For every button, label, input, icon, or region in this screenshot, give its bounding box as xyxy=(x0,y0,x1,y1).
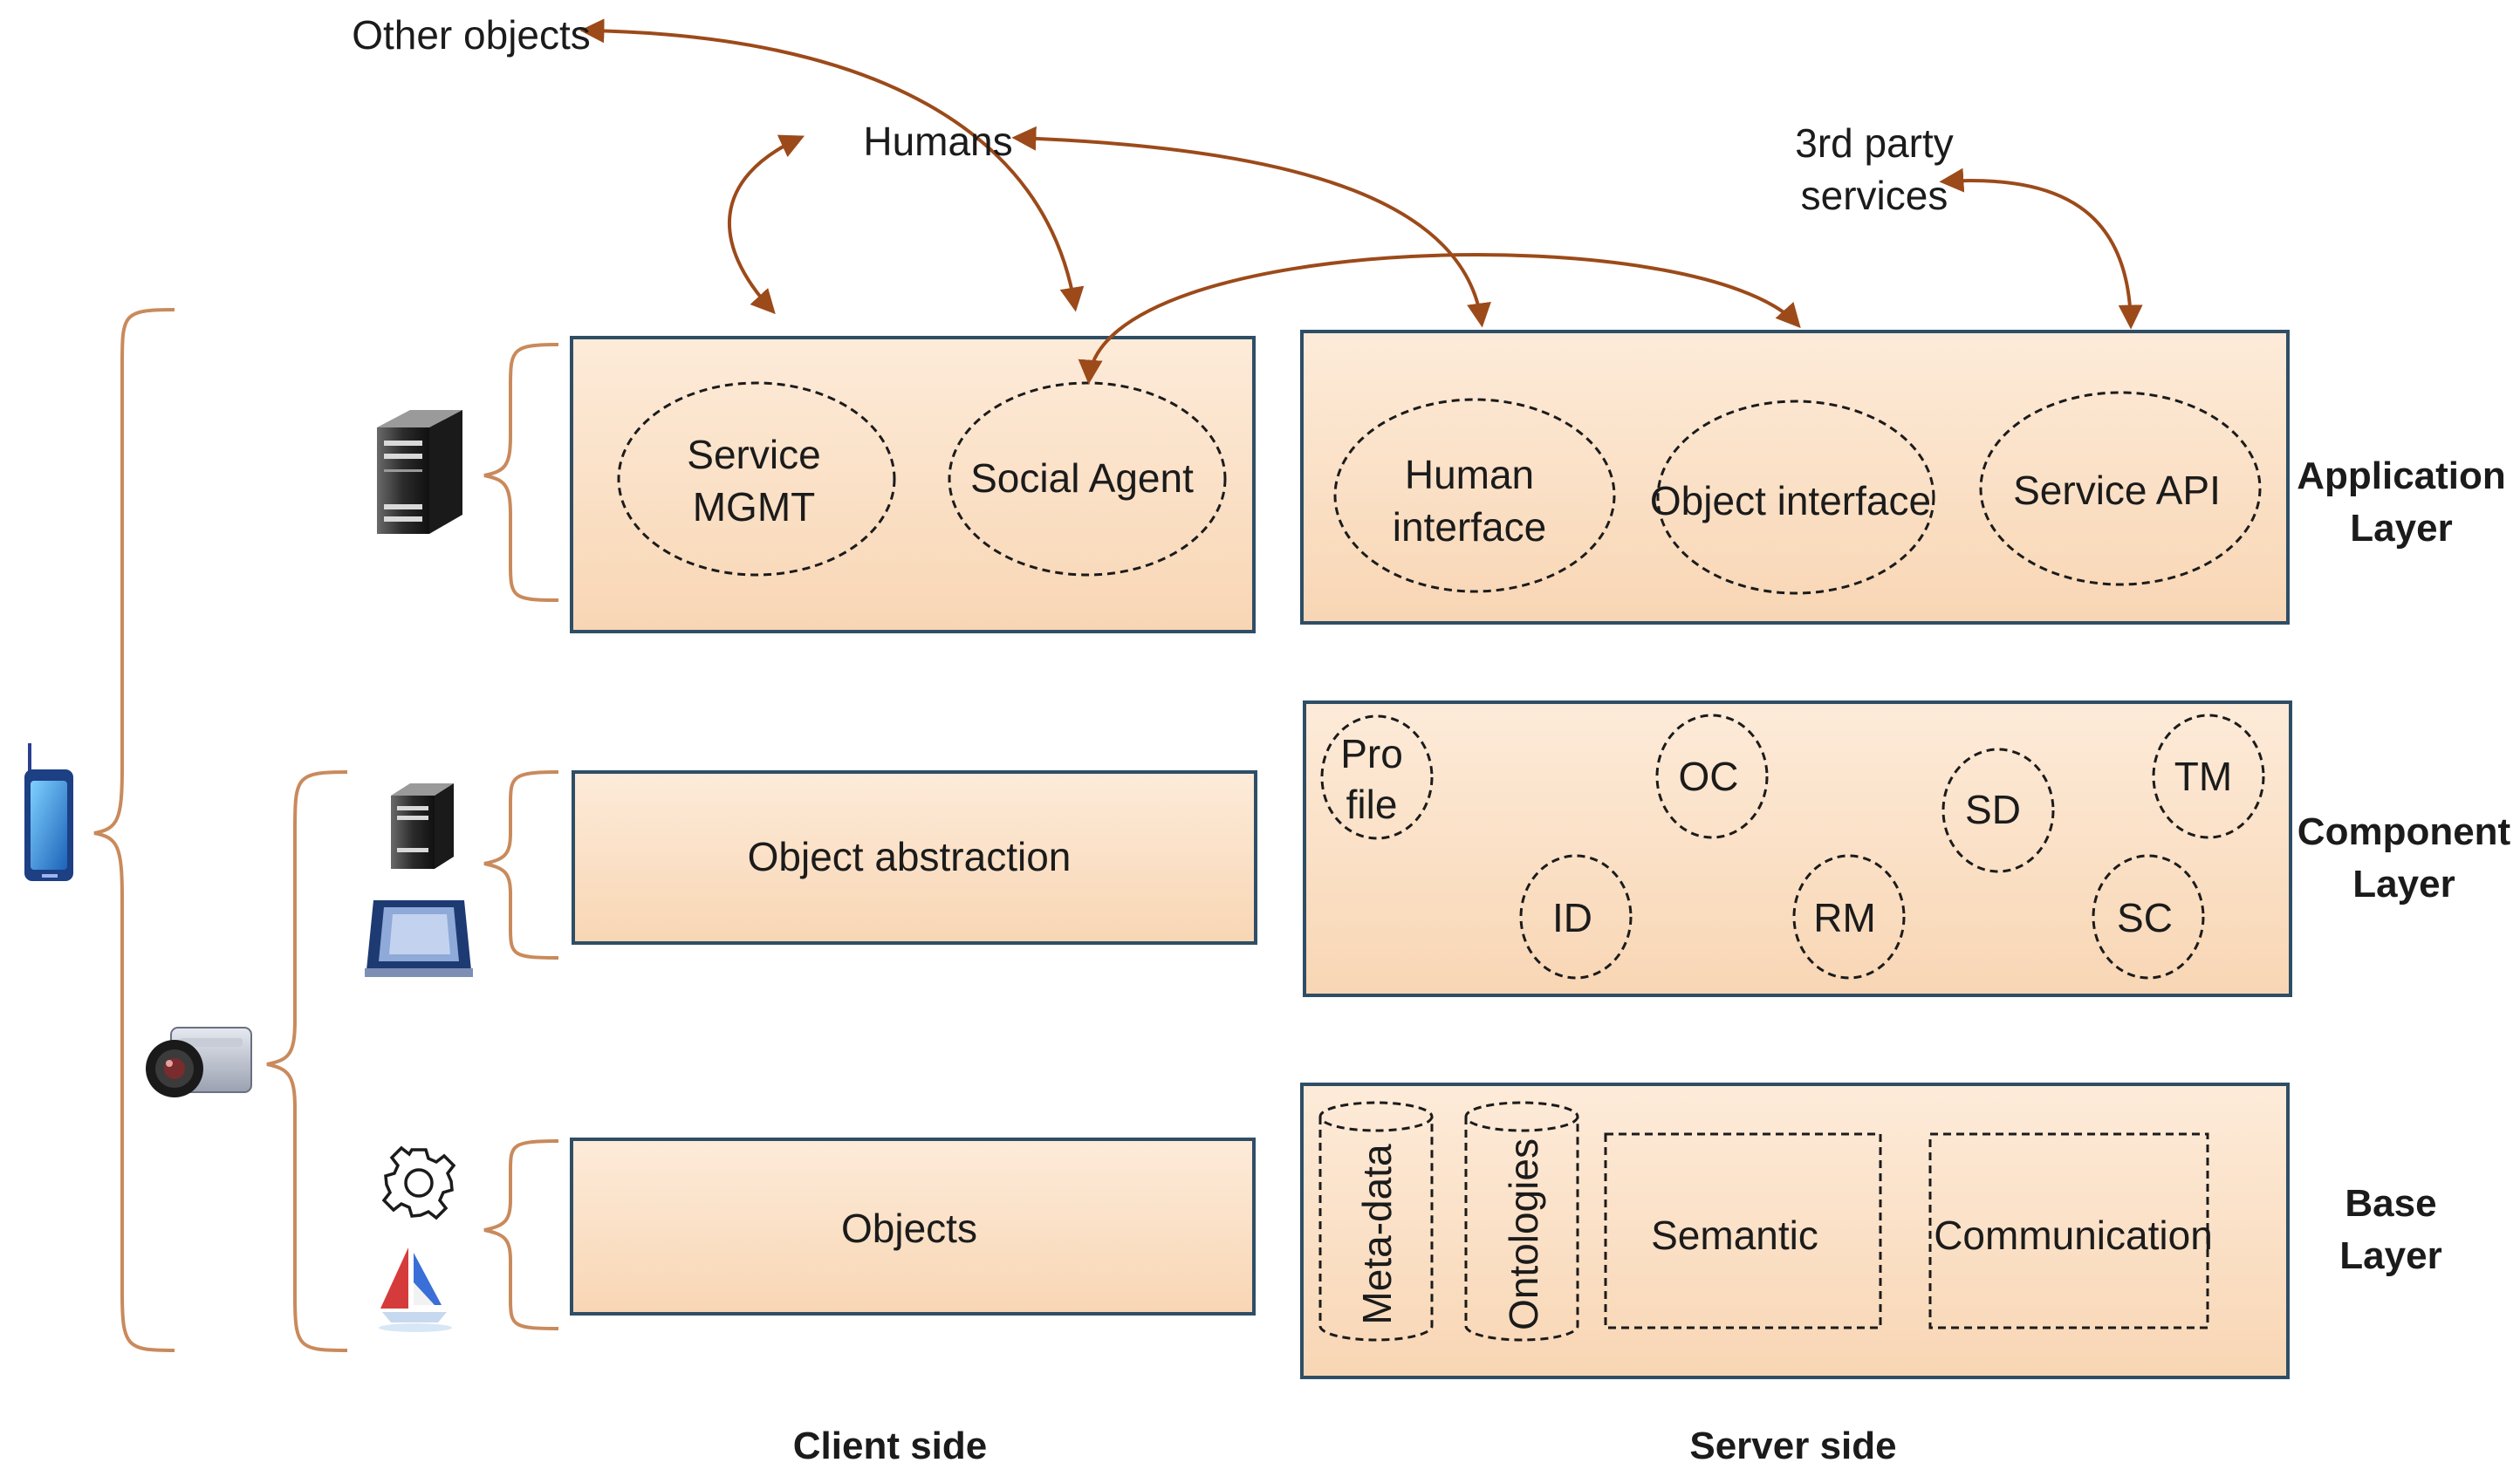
human-interface-node xyxy=(1333,398,1616,593)
other-objects-label: Other objects xyxy=(352,12,591,58)
arrow-third-party-service-api xyxy=(1939,167,2143,330)
base-layer-label-1: Base xyxy=(2345,1182,2436,1225)
communication-node xyxy=(1928,1132,2209,1329)
client-base-box xyxy=(570,1138,1256,1316)
app-brace xyxy=(483,343,559,602)
server-icon xyxy=(377,410,462,534)
rm-label: RM xyxy=(1813,895,1876,940)
sd-label: SD xyxy=(1965,787,2021,832)
tablet-icon xyxy=(365,900,473,977)
objects-label: Objects xyxy=(841,1206,977,1251)
base-layer-label-2: Layer xyxy=(2339,1234,2441,1277)
human-interface-label-1: Human xyxy=(1405,452,1534,497)
service-api-node xyxy=(1979,391,2262,586)
rm-node xyxy=(1792,854,1906,980)
outer-brace xyxy=(93,308,175,1352)
semantic-label: Semantic xyxy=(1651,1213,1818,1258)
component-layer-label-2: Layer xyxy=(2352,863,2455,906)
third-party-label-1: 3rd party xyxy=(1795,120,1954,166)
meta-data-cylinder xyxy=(1318,1101,1434,1342)
client-component-box xyxy=(572,770,1257,945)
sc-label: SC xyxy=(2117,895,2173,940)
client-side-label: Client side xyxy=(793,1425,988,1467)
object-interface-node xyxy=(1656,400,1935,595)
service-mgmt-label-1: Service xyxy=(687,432,820,477)
arrow-social-object-interface xyxy=(1078,253,1801,385)
camera-icon xyxy=(146,1027,252,1097)
profile-node xyxy=(1320,714,1434,840)
profile-label-2: file xyxy=(1346,782,1398,827)
id-node xyxy=(1519,854,1633,980)
ontologies-label: Ontologies xyxy=(1501,1138,1546,1330)
object-abstraction-label: Object abstraction xyxy=(748,834,1072,879)
profile-label-1: Pro xyxy=(1340,731,1403,776)
application-layer-label-2: Layer xyxy=(2350,507,2452,550)
component-brace xyxy=(483,770,559,960)
server-side-label: Server side xyxy=(1689,1425,1896,1467)
oc-label: OC xyxy=(1679,754,1739,799)
service-mgmt-label-2: MGMT xyxy=(693,484,816,530)
tm-label: TM xyxy=(2174,754,2232,799)
sc-node xyxy=(2092,854,2205,980)
base-brace xyxy=(483,1139,559,1330)
sd-node xyxy=(1941,748,2055,873)
client-application-box xyxy=(570,336,1256,633)
server-icon-small xyxy=(391,783,454,869)
humans-label: Humans xyxy=(863,119,1012,164)
ontologies-cylinder xyxy=(1464,1101,1579,1342)
social-agent-label: Social Agent xyxy=(970,455,1194,501)
sailboat-icon xyxy=(379,1247,452,1332)
server-component-box xyxy=(1303,700,2292,997)
application-layer-label-1: Application xyxy=(2297,454,2506,497)
id-label: ID xyxy=(1552,895,1592,940)
arrow-humans-mgmt xyxy=(727,134,805,315)
service-api-label: Service API xyxy=(2013,468,2221,513)
component-layer-label-1: Component xyxy=(2297,810,2511,853)
semantic-node xyxy=(1604,1132,1882,1329)
object-interface-label: Object interface xyxy=(1650,478,1931,523)
arrow-social-to-other-objects xyxy=(579,18,1085,312)
gear-icon xyxy=(381,1145,456,1220)
oc-node xyxy=(1655,714,1769,839)
third-party-label-2: services xyxy=(1801,173,1948,218)
human-interface-label-2: interface xyxy=(1393,504,1546,550)
inner-brace xyxy=(266,770,348,1352)
service-mgmt-node xyxy=(617,381,896,577)
arrow-humans-human-interface xyxy=(1011,126,1491,328)
meta-data-label: Meta-data xyxy=(1354,1144,1400,1325)
communication-label: Communication xyxy=(1934,1213,2213,1258)
tm-node xyxy=(2152,714,2265,839)
phone-icon xyxy=(24,743,73,881)
